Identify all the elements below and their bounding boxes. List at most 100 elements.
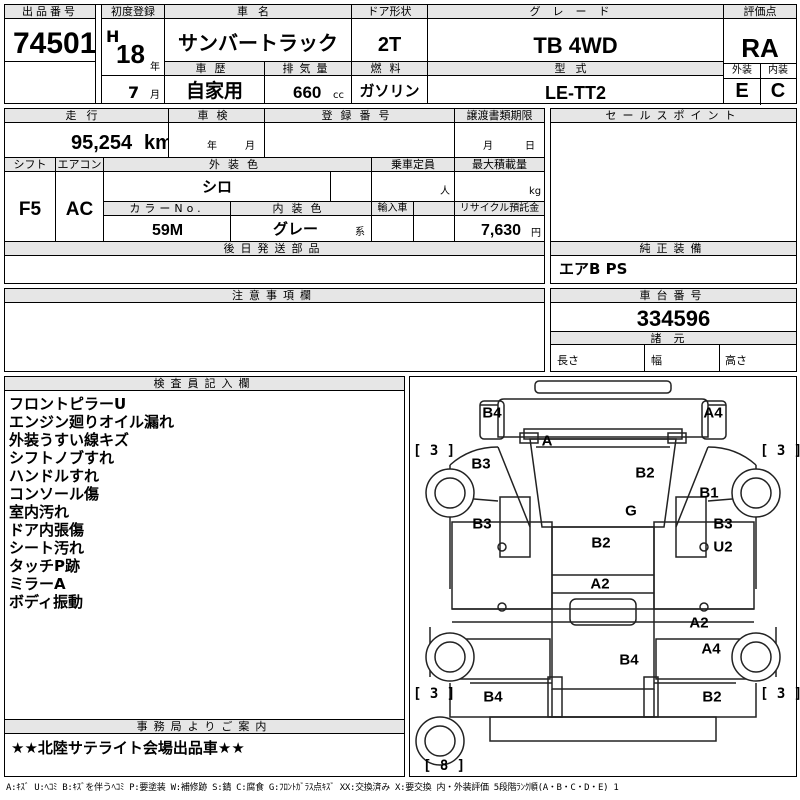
note-line: タッチP跡 <box>9 557 80 575</box>
fuel-value: ガソリン <box>359 82 420 100</box>
damage-label: B2 <box>702 688 722 706</box>
registration-month: 7 <box>128 83 140 102</box>
recycle-value: 7,630 <box>481 222 522 239</box>
inspection-label: 車検 <box>169 109 264 123</box>
note-line: ミラーA <box>9 575 66 593</box>
spec-width: 幅 <box>651 354 662 367</box>
chassis-cell: 車台番号 334596 諸元 長さ 幅 高さ <box>550 288 797 372</box>
office-cell: 事務局よりご案内 ★★北陸サテライト会場出品車★★ <box>4 719 405 777</box>
damage-label: U2 <box>713 538 733 556</box>
capacity-unit: 人 <box>440 186 450 197</box>
registration-cell: 初度登録 H 18 年 7 月 <box>101 4 165 104</box>
shift-cell: シフト F5 <box>4 157 56 242</box>
displacement-value: 660 <box>293 83 322 102</box>
note-line: コンソール傷 <box>9 485 100 503</box>
interior-color-value: グレー <box>273 220 319 238</box>
max-load-label: 最大積載量 <box>455 158 544 172</box>
damage-label: G <box>625 502 637 520</box>
history-value: 自家用 <box>185 80 243 102</box>
score-cell: 評価点 RA 外装 内装 E C <box>723 4 797 105</box>
genuine-equipment-value: エアB PS <box>559 260 628 278</box>
score-int-value: C <box>770 80 786 102</box>
model-cell: 型式 LE-TT2 <box>427 61 724 104</box>
truck-outline <box>415 380 781 766</box>
lot-blank <box>4 61 96 104</box>
inspection-cell: 車検 年 月 <box>168 108 265 158</box>
legend-text: A:ｷｽﾞ U:ﾍｺﾐ B:ｷｽﾞを伴うﾍｺﾐ P:要塗装 W:補修跡 S:錆 … <box>6 783 619 793</box>
lot-label: 出品番号 <box>5 5 95 19</box>
registration-label: 初度登録 <box>102 5 164 19</box>
later-parts-cell: 後日発送部品 <box>4 241 545 284</box>
registration-month-unit: 月 <box>150 90 160 101</box>
recycle-label: リサイクル預託金 <box>455 202 544 216</box>
inspector-notes: フロントピラーU エンジン廻りオイル漏れ 外装うすい線キズ シフトノブすれ ハン… <box>9 395 174 611</box>
inspection-month-unit: 月 <box>245 141 255 152</box>
damage-label: B1 <box>699 484 719 502</box>
score-int-label: 内装 <box>768 65 788 76</box>
history-label: 車歴 <box>165 62 264 76</box>
damage-label: B4 <box>483 688 503 706</box>
wheel-grade-front-right: [ 3 ] <box>760 443 800 459</box>
mileage-cell: 走行 95,254 km <box>4 108 173 158</box>
caution-cell: 注意事項欄 <box>4 288 545 372</box>
damage-label: B4 <box>619 651 639 669</box>
damage-label: B2 <box>635 464 655 482</box>
damage-label: B3 <box>471 455 491 473</box>
door-cell: ドア形状 2T <box>351 4 428 62</box>
grade-cell: グレード TB 4WD <box>427 4 724 62</box>
fuel-cell: 燃料 ガソリン <box>351 61 428 104</box>
chassis-label: 車台番号 <box>551 289 796 303</box>
mileage-unit: km <box>144 132 173 154</box>
car-name-label: 車名 <box>165 5 351 19</box>
transfer-deadline-label: 譲渡書類期限 <box>455 109 544 123</box>
aircon-cell: エアコン AC <box>55 157 104 242</box>
damage-label: B2 <box>591 534 611 552</box>
sales-point-cell: セールスポイント <box>550 108 797 242</box>
mileage-label: 走行 <box>5 109 168 123</box>
color-no-label: カラーNo. <box>104 202 230 216</box>
note-line: フロントピラーU <box>9 395 127 413</box>
displacement-unit: cc <box>333 90 344 101</box>
import-cell: 輸入車 <box>371 201 414 242</box>
lot-number: 74501 <box>13 27 97 60</box>
caution-label: 注意事項欄 <box>5 289 544 303</box>
max-load-cell: 最大積載量 kg <box>454 157 545 202</box>
wheel-grade-spare: [ 8 ] <box>423 758 466 774</box>
door-label: ドア形状 <box>352 5 427 19</box>
note-line: 室内汚れ <box>9 503 70 521</box>
score-label: 評価点 <box>724 5 796 19</box>
max-load-unit: kg <box>529 186 542 197</box>
transfer-month-unit: 月 <box>483 141 493 152</box>
recycle-unit: 円 <box>531 228 541 239</box>
exterior-color-value: シロ <box>201 178 232 196</box>
exterior-color-label: 外装色 <box>104 158 371 172</box>
reg-number-label: 登録番号 <box>265 109 454 123</box>
genuine-equipment-label: 純正装備 <box>551 242 796 256</box>
office-label: 事務局よりご案内 <box>5 720 404 734</box>
damage-label: A4 <box>703 404 723 422</box>
reg-number-cell: 登録番号 <box>264 108 455 158</box>
capacity-cell: 乗車定員 人 <box>371 157 455 202</box>
lot-cell: 出品番号 74501 <box>4 4 96 62</box>
inspector-cell: 検査員記入欄 フロントピラーU エンジン廻りオイル漏れ 外装うすい線キズ シフト… <box>4 376 405 720</box>
shift-value: F5 <box>18 199 42 220</box>
color-no-cell: カラーNo. 59M <box>103 201 231 242</box>
car-name-value: サンバートラック <box>178 31 338 55</box>
wheel-grade-rear-right: [ 3 ] <box>760 686 800 702</box>
transfer-deadline-cell: 譲渡書類期限 月 日 <box>454 108 545 158</box>
spec-length: 長さ <box>557 354 579 367</box>
spec-label: 諸元 <box>551 331 796 345</box>
aircon-label: エアコン <box>56 158 103 172</box>
history-cell: 車歴 自家用 <box>164 61 265 104</box>
exterior-color-cell: 外装色 シロ <box>103 157 372 202</box>
recycle-cell: リサイクル預託金 7,630 円 <box>454 201 545 242</box>
capacity-label: 乗車定員 <box>372 158 454 172</box>
door-value: 2T <box>377 34 402 56</box>
inspection-year-unit: 年 <box>207 141 217 152</box>
damage-diagram: B4 A4 A B3 B2 B1 G B3 B3 B2 U2 A2 A2 A4 … <box>409 376 800 777</box>
grade-label: グレード <box>428 5 723 19</box>
shift-label: シフト <box>5 158 55 172</box>
import-label: 輸入車 <box>372 202 413 216</box>
inspector-label: 検査員記入欄 <box>5 377 404 391</box>
wheels <box>415 468 781 766</box>
